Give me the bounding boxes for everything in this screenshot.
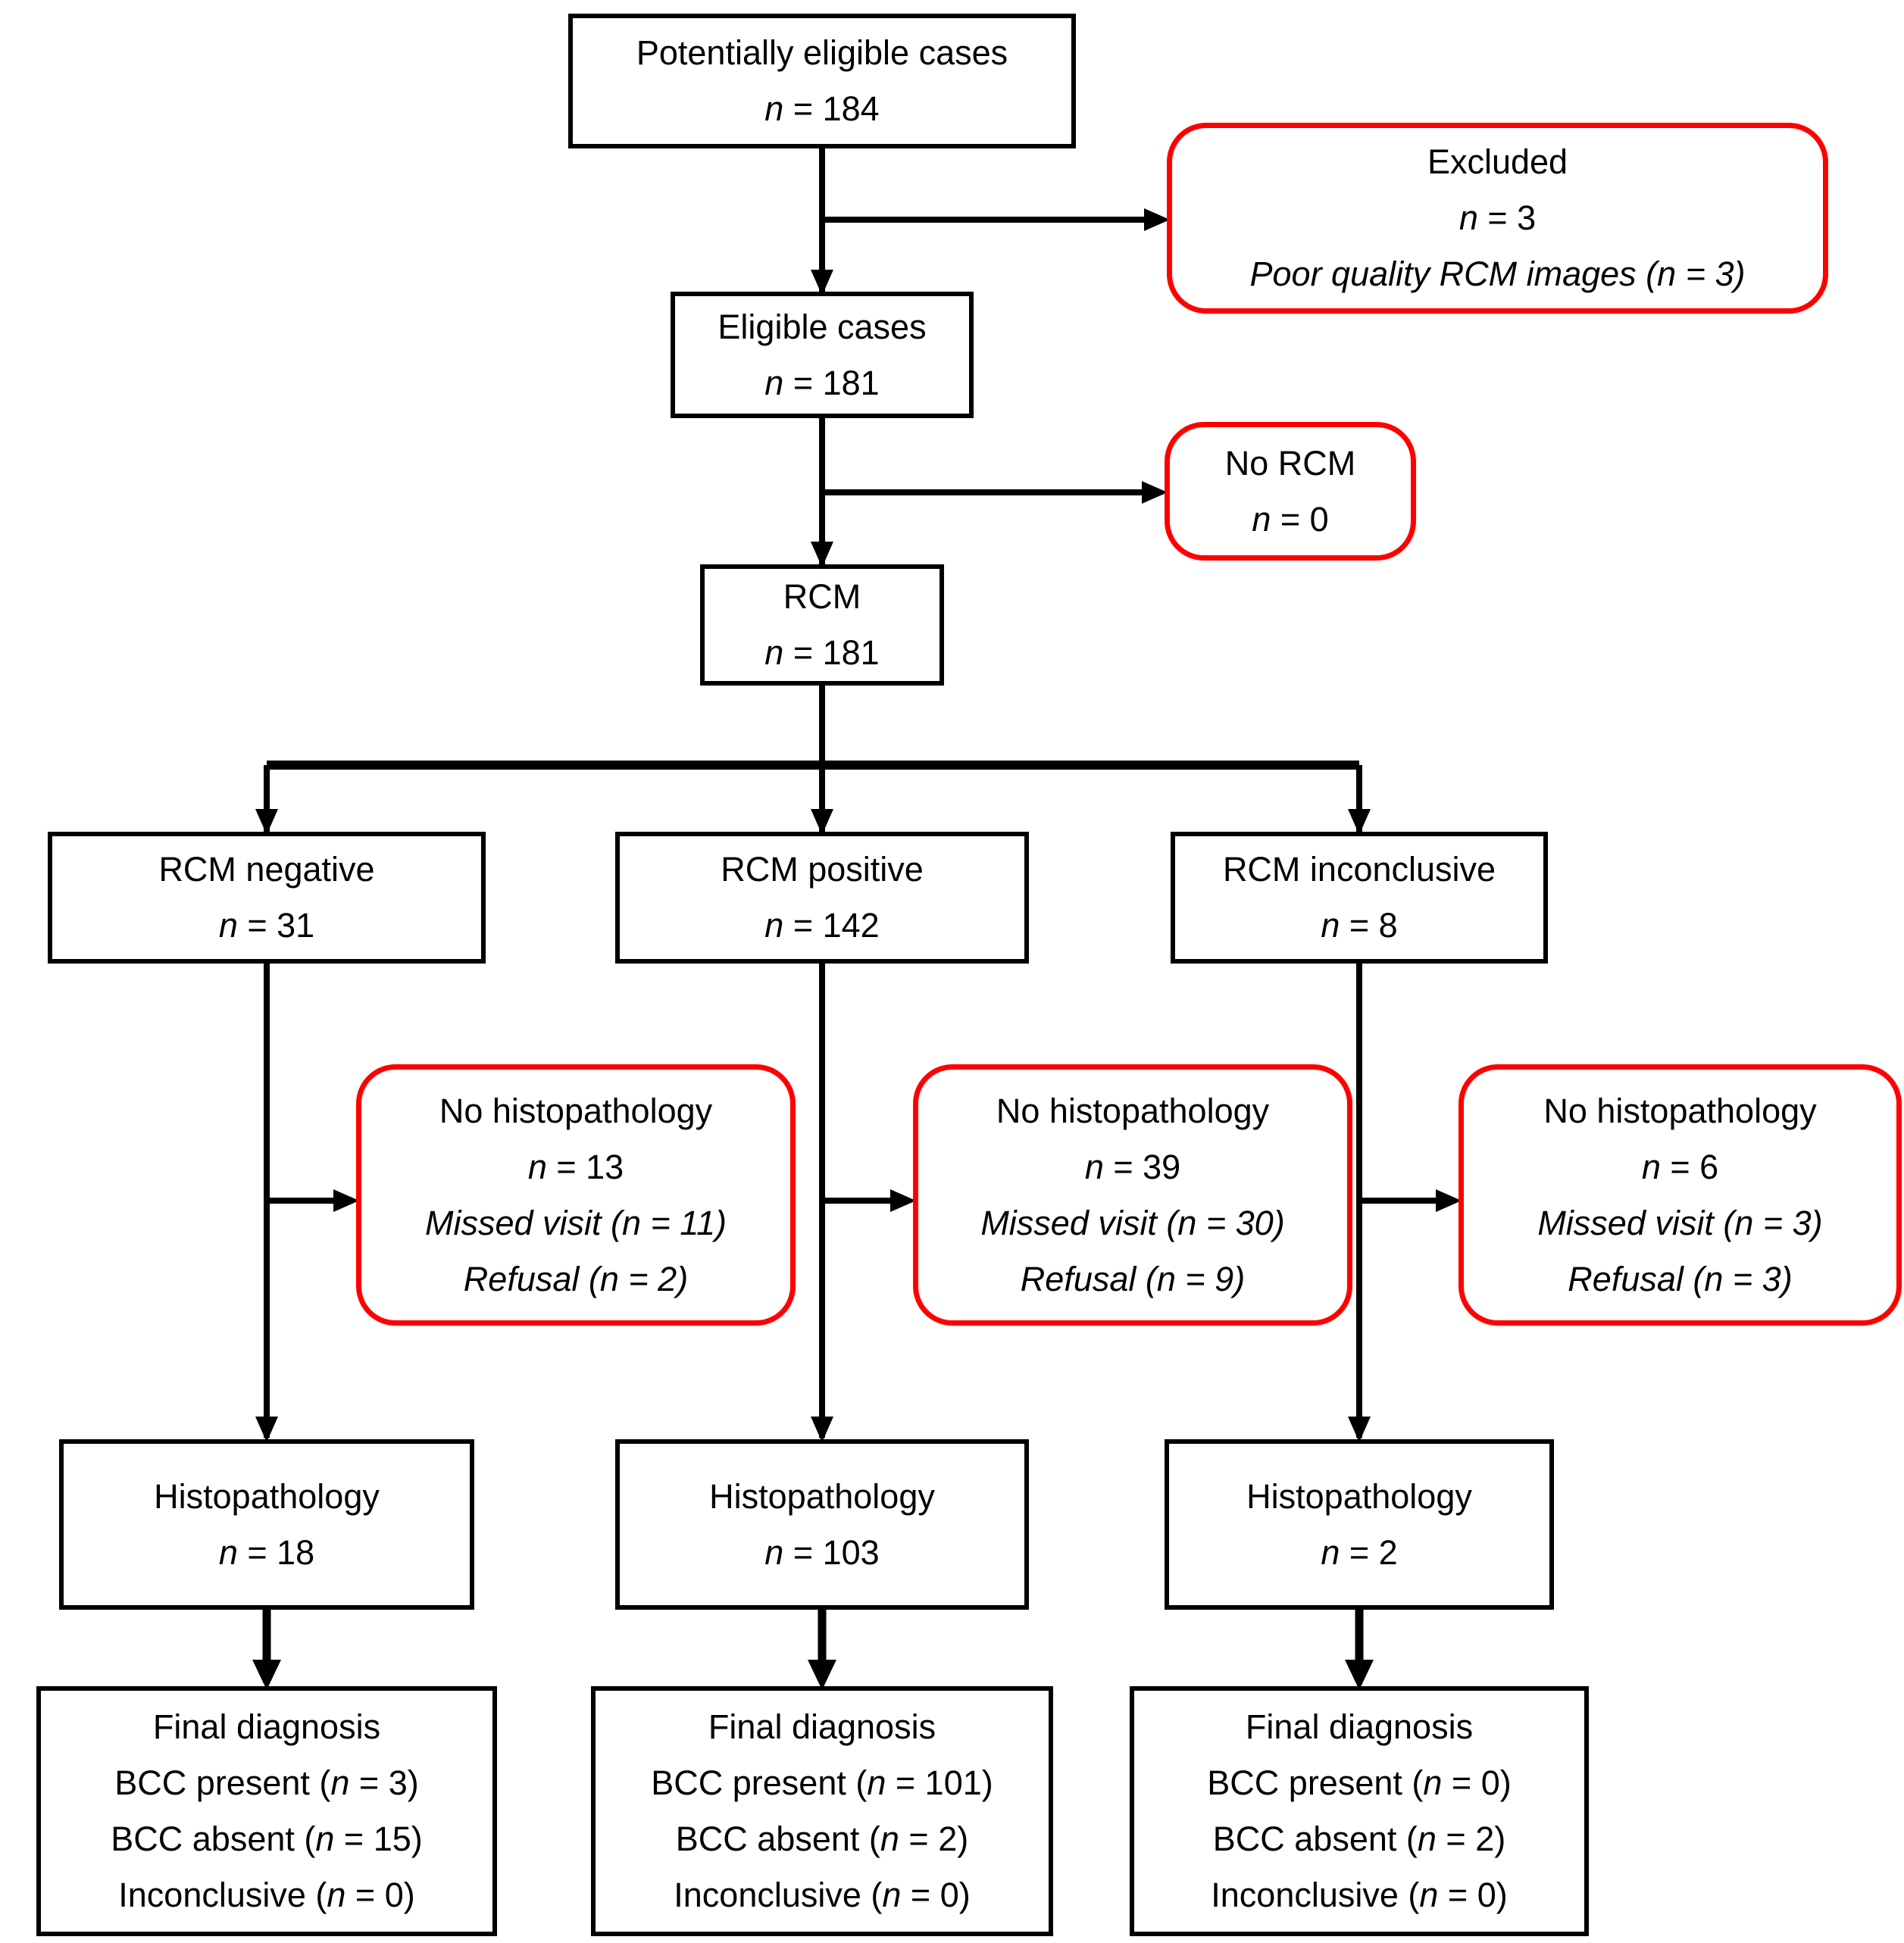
- text-line: BCC present (n = 0): [1207, 1763, 1512, 1802]
- text-line: BCC absent (n = 2): [1212, 1820, 1506, 1858]
- text-line: Refusal (n = 9): [1020, 1259, 1246, 1298]
- arrowhead-into-eligible: [811, 270, 833, 295]
- text-line: n = 8: [1321, 906, 1398, 945]
- arrowhead-into-no-histo-inconclusive: [1436, 1189, 1462, 1212]
- node-rcm: RCM n = 181: [700, 564, 944, 686]
- node-histopathology-negative: Histopathology n = 18: [59, 1439, 474, 1610]
- arrowhead-into-final-negative: [252, 1660, 281, 1690]
- arrowhead-into-no-rcm: [1142, 481, 1168, 504]
- text-line: Missed visit (n = 3): [1537, 1203, 1823, 1242]
- text-line: n = 181: [764, 633, 880, 672]
- text-line: No histopathology: [1543, 1091, 1817, 1130]
- text-line: Final diagnosis: [1245, 1707, 1474, 1746]
- text-line: Missed visit (n = 11): [424, 1203, 727, 1242]
- node-histopathology-inconclusive: Histopathology n = 2: [1165, 1439, 1554, 1610]
- text-line: BCC absent (n = 2): [675, 1820, 969, 1858]
- text-line: Poor quality RCM images (n = 3): [1249, 255, 1746, 293]
- arrowhead-into-final-positive: [808, 1660, 836, 1690]
- node-rcm-positive: RCM positive n = 142: [615, 832, 1029, 964]
- node-no-histopathology-positive: No histopathology n = 39 Missed visit (n =…: [913, 1064, 1352, 1326]
- node-eligible-cases: Eligible cases n = 181: [671, 292, 974, 418]
- arrowhead-into-rcm: [811, 542, 833, 567]
- text-line: No RCM: [1224, 443, 1356, 483]
- text-line: n = 142: [764, 906, 880, 945]
- text-line: No histopathology: [439, 1091, 713, 1130]
- text-line: n = 103: [764, 1532, 880, 1572]
- text-line: BCC present (n = 101): [651, 1763, 993, 1802]
- text-line: n = 18: [218, 1532, 315, 1572]
- text-line: n = 6: [1641, 1147, 1719, 1186]
- text-line: RCM positive: [721, 850, 924, 889]
- text-line: n = 3: [1458, 198, 1537, 237]
- text-line: Final diagnosis: [708, 1707, 936, 1746]
- arrowhead-into-rcm-positive: [811, 809, 833, 835]
- text-line: RCM negative: [158, 850, 375, 889]
- text-line: Potentially eligible cases: [636, 33, 1008, 72]
- arrowhead-into-final-inconclusive: [1345, 1660, 1374, 1690]
- node-no-histopathology-inconclusive: No histopathology n = 6 Missed visit (n = …: [1458, 1064, 1902, 1326]
- text-line: RCM: [783, 577, 861, 616]
- text-line: Refusal (n = 2): [463, 1259, 689, 1298]
- arrowhead-into-rcm-negative: [255, 809, 278, 835]
- node-excluded: Excluded n = 3 Poor quality RCM images (n …: [1167, 123, 1828, 314]
- text-line: n = 31: [218, 906, 315, 945]
- arrowhead-into-rcm-inconclusive: [1348, 809, 1371, 835]
- text-line: Histopathology: [154, 1476, 380, 1516]
- text-line: Missed visit (n = 30): [980, 1203, 1285, 1242]
- arrowhead-into-histo-positive: [811, 1417, 833, 1442]
- text-line: BCC present (n = 3): [114, 1763, 419, 1802]
- text-line: RCM inconclusive: [1222, 850, 1496, 889]
- node-rcm-inconclusive: RCM inconclusive n = 8: [1171, 832, 1548, 964]
- text-line: Inconclusive (n = 0): [674, 1876, 971, 1914]
- text-line: n = 0: [1252, 499, 1329, 539]
- node-potentially-eligible-cases: Potentially eligible cases n = 184: [568, 14, 1076, 148]
- text-line: Histopathology: [1246, 1476, 1472, 1516]
- node-no-histopathology-negative: No histopathology n = 13 Missed visit (n =…: [356, 1064, 796, 1326]
- text-line: Inconclusive (n = 0): [118, 1876, 415, 1914]
- text-line: Excluded: [1427, 142, 1568, 181]
- arrowhead-into-no-histo-negative: [333, 1189, 359, 1212]
- text-line: n = 13: [527, 1147, 624, 1186]
- text-line: BCC absent (n = 15): [111, 1820, 423, 1858]
- node-histopathology-positive: Histopathology n = 103: [615, 1439, 1029, 1610]
- text-line: n = 184: [764, 89, 880, 128]
- text-line: Refusal (n = 3): [1568, 1259, 1793, 1298]
- arrowhead-into-excluded: [1144, 208, 1170, 231]
- node-no-rcm: No RCM n = 0: [1165, 422, 1416, 561]
- text-line: n = 181: [764, 363, 880, 402]
- text-line: n = 39: [1084, 1147, 1181, 1186]
- text-line: No histopathology: [996, 1091, 1270, 1130]
- node-rcm-negative: RCM negative n = 31: [48, 832, 486, 964]
- text-line: Eligible cases: [718, 307, 927, 346]
- text-line: Inconclusive (n = 0): [1211, 1876, 1508, 1914]
- arrowhead-into-no-histo-positive: [890, 1189, 916, 1212]
- text-line: Final diagnosis: [152, 1707, 381, 1746]
- text-line: Histopathology: [709, 1476, 935, 1516]
- text-line: n = 2: [1321, 1532, 1398, 1572]
- arrowhead-into-histo-negative: [255, 1417, 278, 1442]
- arrowhead-into-histo-inconclusive: [1348, 1417, 1371, 1442]
